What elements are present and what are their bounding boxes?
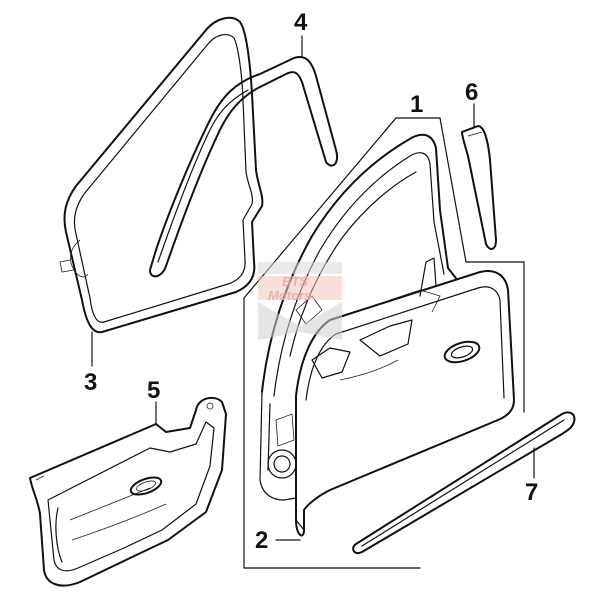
callout-7: 7 (525, 479, 538, 506)
callout-3: 3 (84, 369, 97, 396)
watermark-logo (258, 262, 342, 340)
watermark-line2: Motors (268, 288, 311, 303)
callout-2: 2 (255, 527, 268, 554)
callout-4: 4 (294, 9, 308, 36)
callout-1: 1 (410, 91, 423, 118)
part-6-pillar-trim (461, 125, 497, 250)
callout-5: 5 (147, 377, 160, 404)
part-7-lower-molding (352, 411, 576, 554)
part-4-window-channel (149, 56, 338, 278)
watermark-line1: BTS (282, 274, 308, 289)
part-3-door-weatherstrip (59, 16, 264, 334)
callout-6: 6 (465, 79, 478, 106)
part-5-water-shield (29, 396, 227, 587)
